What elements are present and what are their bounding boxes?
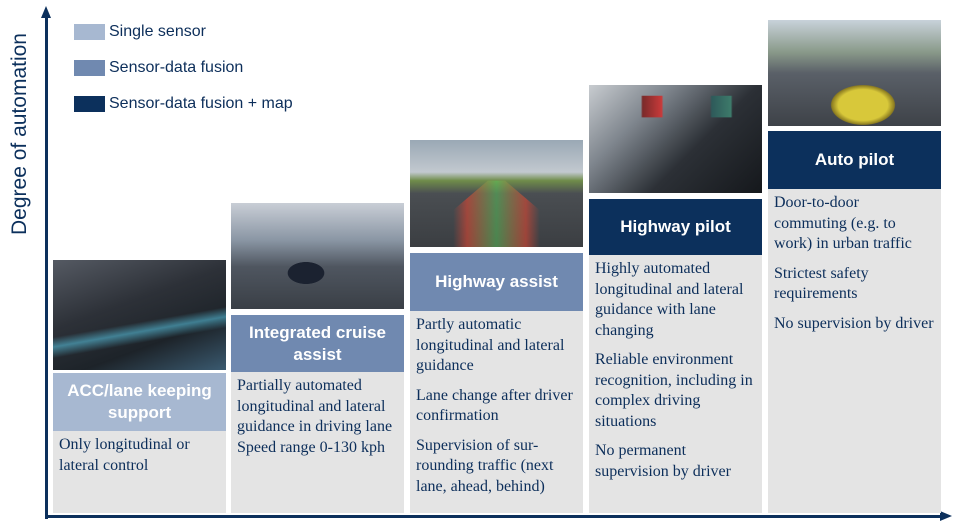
stage-description: Only longitudinal or lateral control bbox=[53, 431, 226, 513]
legend-swatch bbox=[74, 96, 105, 112]
y-axis bbox=[45, 14, 48, 519]
stage-image bbox=[53, 260, 226, 370]
stage-description: Partly automatic longitudinal and latera… bbox=[410, 311, 583, 513]
stage-paragraph: Partly automatic longitudinal and latera… bbox=[416, 316, 565, 374]
stage-paragraph: Strictest safety requirements bbox=[774, 264, 869, 303]
legend: Single sensor Sensor-data fusion Sensor-… bbox=[74, 14, 293, 122]
legend-item: Sensor-data fusion + map bbox=[74, 86, 293, 122]
stage-highway-pilot: Highway pilot Highly automated longitudi… bbox=[589, 0, 762, 513]
stage-title: Auto pilot bbox=[768, 131, 941, 189]
stage-highway-assist: Highway assist Partly automatic longitud… bbox=[410, 0, 583, 513]
stage-auto-pilot: Auto pilot Door-to-door commuting (e.g. … bbox=[768, 0, 941, 513]
stage-paragraph: Door-to-door commuting (e.g. to work) in… bbox=[774, 194, 912, 252]
stage-paragraph: Highly automated longitudinal and latera… bbox=[595, 260, 744, 339]
stage-paragraph: No permanent supervision by driver bbox=[595, 442, 731, 480]
legend-label: Sensor-data fusion + map bbox=[109, 95, 293, 112]
stage-description: Partially automated longitudinal and lat… bbox=[231, 372, 404, 513]
stage-paragraph: Supervision of sur-rounding traffic (nex… bbox=[416, 436, 554, 495]
stage-paragraph: Reliable environment recognition, includ… bbox=[595, 351, 753, 430]
stage-title: Integrated cruise assist bbox=[231, 315, 404, 372]
stage-image bbox=[768, 20, 941, 126]
stage-paragraph: No supervision by driver bbox=[774, 314, 934, 332]
stage-title: ACC/lane keeping support bbox=[53, 373, 226, 431]
stage-paragraph: Only longitudinal or lateral control bbox=[59, 436, 190, 474]
legend-label: Sensor-data fusion bbox=[109, 59, 244, 76]
stage-image bbox=[410, 140, 583, 247]
legend-swatch bbox=[74, 24, 105, 40]
stage-image bbox=[589, 85, 762, 193]
stage-integrated-cruise-assist: Integrated cruise assist Partially autom… bbox=[231, 0, 404, 513]
legend-swatch bbox=[74, 60, 105, 76]
legend-item: Sensor-data fusion bbox=[74, 50, 293, 86]
stage-acc-lane-keeping: ACC/lane keeping support Only longitudin… bbox=[53, 0, 226, 513]
stage-paragraph: Partially automated longitudinal and lat… bbox=[237, 377, 393, 456]
stage-title: Highway assist bbox=[410, 253, 583, 311]
stage-image bbox=[231, 203, 404, 309]
y-axis-label: Degree of automation bbox=[8, 33, 31, 235]
y-axis-arrow-icon bbox=[41, 6, 51, 18]
stage-paragraph: Lane change after driver confirmation bbox=[416, 386, 573, 425]
legend-label: Single sensor bbox=[109, 23, 206, 40]
stage-title: Highway pilot bbox=[589, 199, 762, 255]
x-axis bbox=[45, 515, 945, 518]
stage-description: Highly automated longitudinal and latera… bbox=[589, 255, 762, 513]
x-axis-arrow-icon bbox=[940, 511, 952, 521]
legend-item: Single sensor bbox=[74, 14, 293, 50]
stage-description: Door-to-door commuting (e.g. to work) in… bbox=[768, 189, 941, 513]
